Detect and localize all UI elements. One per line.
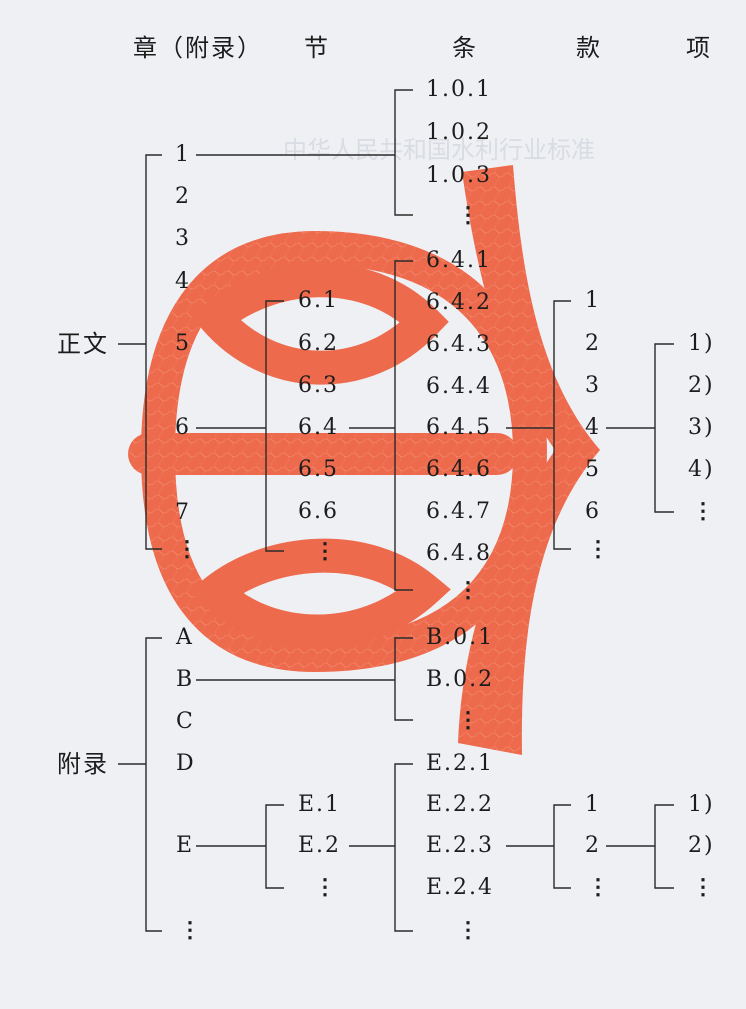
main-chapter: 1 (175, 142, 191, 167)
appendix-chapter: C (176, 709, 195, 734)
appendix-chapter: A (176, 625, 194, 650)
appendix-section-label: E.1 (298, 792, 342, 817)
subclause-label: 1 (585, 288, 601, 313)
b-clause-bracket (394, 637, 413, 721)
front-clause-ellipsis: ⋮ (457, 202, 479, 228)
clause-label: 6.4.1 (426, 248, 492, 273)
appendix-clause-label: E.2.3 (426, 833, 495, 858)
appendix-clause-label: E.2.4 (426, 875, 495, 900)
main-chapter: 5 (175, 331, 191, 356)
section-label: 6.5 (298, 457, 339, 482)
subclause-label: 6 (585, 499, 601, 524)
main-chapter: 2 (175, 184, 191, 209)
appendix-item-label: 2) (688, 833, 715, 858)
b-clause-label: B.0.1 (426, 625, 495, 650)
header-item: 项 (686, 34, 712, 62)
item-label: 4) (688, 457, 715, 482)
app-chapter-bracket (145, 637, 162, 932)
b-clause-label: B.0.2 (426, 667, 495, 692)
item-bracket (654, 343, 674, 513)
section-label: 6.3 (298, 373, 339, 398)
app-section-bracket (265, 804, 284, 889)
subclause-label: 4 (585, 415, 601, 440)
item-label: 1) (688, 331, 715, 356)
main-chapter: 4 (175, 269, 191, 294)
appendix-section-ellipsis: ⋮ (314, 874, 336, 900)
appendix-chapter-ellipsis: ⋮ (179, 917, 201, 943)
subclause-label: 2 (585, 331, 601, 356)
clause-label: 6.4.8 (426, 541, 492, 566)
appendix-chapter: D (176, 751, 196, 776)
appendix-subclause-label: 1 (585, 792, 601, 817)
section-label: 6.4 (298, 415, 339, 440)
appendix-clause-ellipsis: ⋮ (457, 917, 479, 943)
clause-label: 6.4.6 (426, 457, 492, 482)
appendix-item-label: 1) (688, 792, 715, 817)
clause-label: 6.4.5 (426, 415, 492, 440)
main-body-label: 正文 (57, 330, 109, 358)
main-chapter-ellipsis: ⋮ (176, 536, 198, 562)
appendix-subclause-ellipsis: ⋮ (587, 874, 609, 900)
header-section: 节 (304, 34, 330, 62)
subclause-label: 5 (585, 457, 601, 482)
main-chapter-bracket (145, 154, 162, 550)
appendix-chapter: E (176, 833, 195, 858)
front-clause-bracket (394, 89, 413, 216)
section-ellipsis: ⋮ (314, 538, 336, 564)
clause-label: 6.4.2 (426, 290, 492, 315)
clause-label: 6.4.3 (426, 332, 492, 357)
app-subclause-bracket (553, 804, 571, 889)
appendix-item-ellipsis: ⋮ (692, 874, 714, 900)
section-label: 6.6 (298, 499, 339, 524)
appendix-chapter: B (176, 667, 195, 692)
main-chapter: 3 (175, 226, 191, 251)
item-label: 3) (688, 415, 715, 440)
header-subclause: 款 (576, 34, 602, 62)
subclause-label: 3 (585, 373, 601, 398)
app-clause-bracket (394, 763, 413, 932)
section-bracket (265, 300, 284, 552)
clause-label: 6.4.7 (426, 499, 492, 524)
appendix-clause-label: E.2.2 (426, 792, 495, 817)
app-item-bracket (654, 804, 674, 889)
item-ellipsis: ⋮ (692, 498, 714, 524)
front-clause: 1.0.1 (426, 77, 492, 102)
appendix-label: 附录 (57, 750, 109, 778)
header-clause: 条 (452, 34, 478, 62)
subclause-ellipsis: ⋮ (587, 536, 609, 562)
clause-label: 6.4.4 (426, 374, 492, 399)
emblem-icon (128, 165, 600, 755)
appendix-section-label: E.2 (298, 833, 342, 858)
header-chapter: 章（附录） (133, 34, 263, 62)
appendix-clause-label: E.2.1 (426, 751, 495, 776)
item-label: 2) (688, 373, 715, 398)
front-clause: 1.0.2 (426, 120, 492, 145)
watermark-text: 中华人民共和国水利行业标准 (283, 136, 595, 164)
b-clause-ellipsis: ⋮ (457, 707, 479, 733)
clause-ellipsis: ⋮ (457, 577, 479, 603)
appendix-subclause-label: 2 (585, 833, 601, 858)
clause-bracket (394, 260, 413, 591)
front-clause: 1.0.3 (426, 163, 492, 188)
section-label: 6.1 (298, 288, 339, 313)
main-chapter: 7 (175, 500, 191, 525)
section-label: 6.2 (298, 331, 339, 356)
subclause-bracket (553, 300, 571, 550)
main-chapter: 6 (175, 415, 191, 440)
